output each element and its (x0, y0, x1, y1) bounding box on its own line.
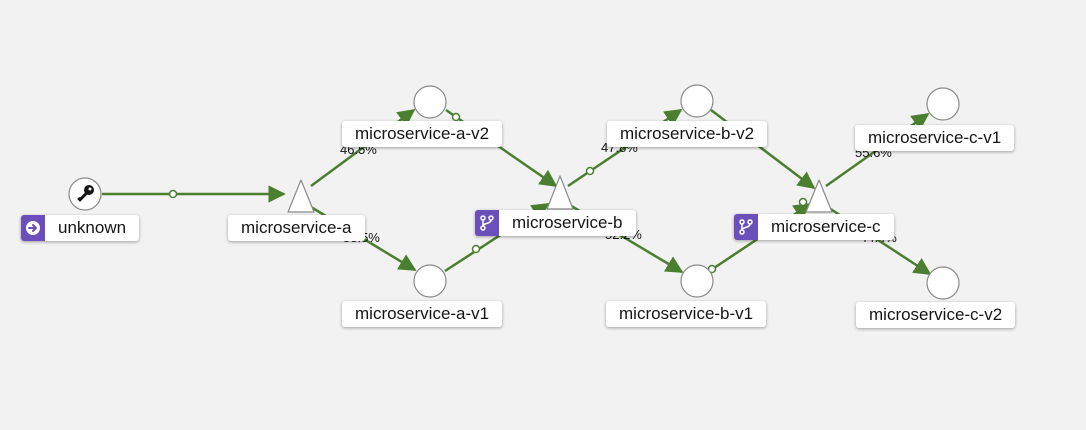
node-label-text: microservice-a-v2 (355, 124, 490, 143)
key-icon (77, 185, 94, 202)
edge-dot (585, 166, 595, 176)
node-microservice-c[interactable] (805, 179, 833, 213)
node-microservice-c-v1[interactable] (926, 87, 960, 121)
branch-icon (734, 214, 758, 240)
edge-dot (451, 112, 461, 122)
node-microservice-b-v2[interactable] (680, 84, 714, 118)
node-label-microservice-a[interactable]: microservice-a (228, 215, 365, 241)
node-label-text: microservice-b-v1 (619, 304, 754, 323)
node-label-microservice-b-v2[interactable]: microservice-b-v2 (607, 121, 768, 147)
edge-dot (471, 244, 481, 254)
node-label-text: microservice-c (771, 217, 881, 236)
node-label-microservice-b-v1[interactable]: microservice-b-v1 (606, 301, 767, 327)
node-label-microservice-c-v2[interactable]: microservice-c-v2 (856, 302, 1016, 328)
node-microservice-b[interactable] (546, 175, 574, 210)
node-microservice-a-v1[interactable] (413, 264, 447, 298)
edge-dot (707, 264, 717, 274)
node-label-text: microservice-c-v2 (869, 305, 1003, 324)
node-label-microservice-a-v2[interactable]: microservice-a-v2 (342, 121, 503, 147)
node-label-text: microservice-a (241, 218, 352, 237)
node-label-microservice-b[interactable]: microservice-b (475, 210, 636, 236)
edge-dot (168, 189, 178, 199)
arrow-circle-icon (21, 215, 45, 241)
node-microservice-a[interactable] (287, 179, 315, 213)
node-microservice-b-v1[interactable] (680, 264, 714, 298)
node-microservice-c-v2[interactable] (926, 266, 960, 300)
node-label-microservice-c[interactable]: microservice-c (734, 214, 894, 240)
node-label-microservice-c-v1[interactable]: microservice-c-v1 (855, 125, 1015, 151)
node-label-text: microservice-c-v1 (868, 128, 1002, 147)
node-label-microservice-a-v1[interactable]: microservice-a-v1 (342, 301, 503, 327)
node-label-text: unknown (58, 218, 127, 237)
node-label-text: microservice-a-v1 (355, 304, 490, 323)
node-microservice-a-v2[interactable] (413, 85, 447, 119)
edge-dot (798, 197, 808, 207)
node-label-unknown[interactable]: unknown (21, 215, 140, 241)
node-label-text: microservice-b (512, 213, 623, 232)
branch-icon (475, 210, 499, 236)
node-label-text: microservice-b-v2 (620, 124, 755, 143)
